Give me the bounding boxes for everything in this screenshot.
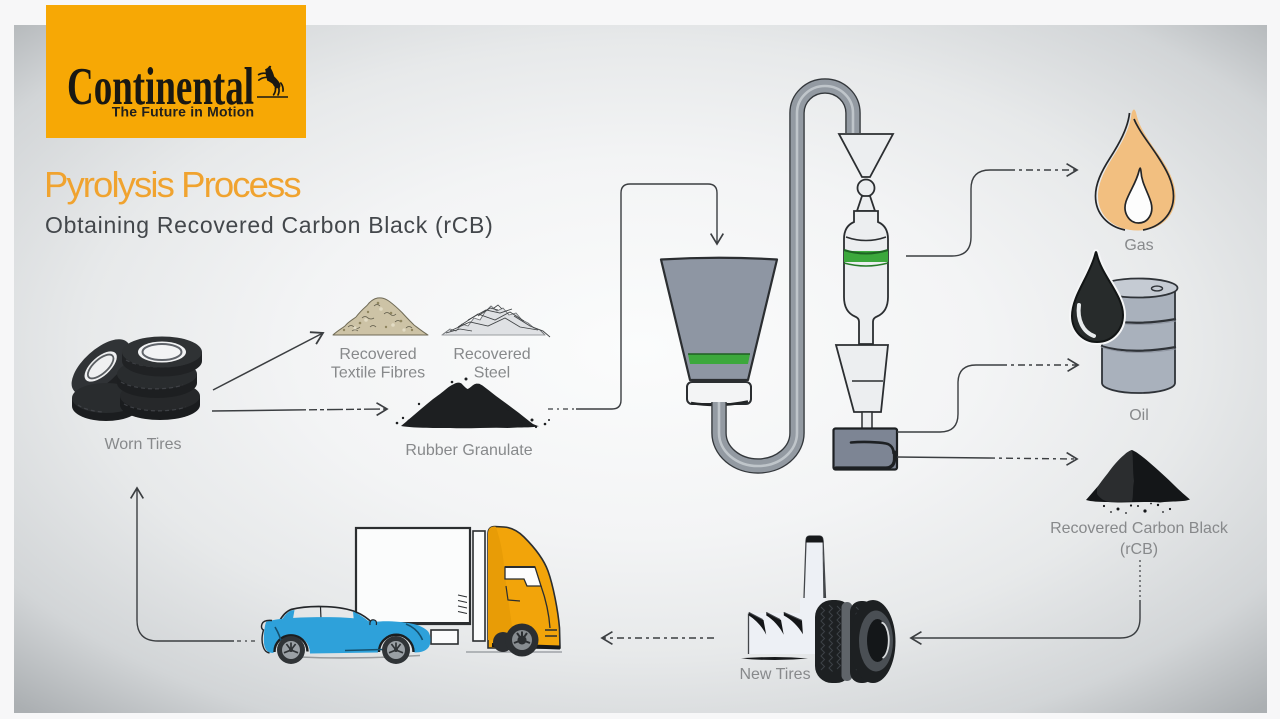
svg-text:Textile Fibres: Textile Fibres <box>331 365 425 382</box>
svg-text:Steel: Steel <box>474 365 510 382</box>
svg-text:Worn Tires: Worn Tires <box>104 436 181 453</box>
svg-text:Continental: Continental <box>67 58 254 116</box>
svg-text:Oil: Oil <box>1129 407 1149 424</box>
svg-text:Pyrolysis Process: Pyrolysis Process <box>44 164 300 205</box>
svg-text:New Tires: New Tires <box>739 666 810 683</box>
svg-text:Recovered: Recovered <box>339 346 416 363</box>
svg-text:Recovered: Recovered <box>453 346 530 363</box>
svg-text:The Future in Motion: The Future in Motion <box>112 104 254 120</box>
svg-text:Gas: Gas <box>1124 237 1153 254</box>
svg-text:Rubber Granulate: Rubber Granulate <box>405 442 532 459</box>
svg-text:Obtaining Recovered Carbon Bla: Obtaining Recovered Carbon Black (rCB) <box>45 212 493 238</box>
svg-text:(rCB): (rCB) <box>1120 541 1158 558</box>
svg-text:Recovered Carbon Black: Recovered Carbon Black <box>1050 520 1229 537</box>
